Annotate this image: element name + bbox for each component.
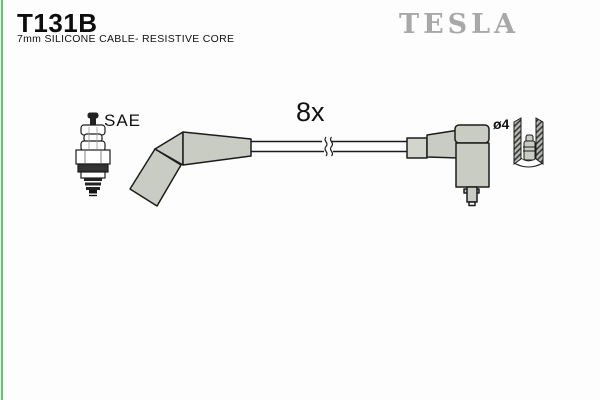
cable-icon (251, 136, 408, 157)
diameter-label: ø4 (493, 116, 510, 132)
product-subtitle: 7mm SILICONE CABLE- RESISTIVE CORE (17, 33, 235, 45)
terminal-cap-section-icon (513, 117, 544, 168)
sae-label: SAE (104, 111, 141, 130)
quantity-label: 8x (296, 97, 325, 127)
green-edge-line (1, 0, 3, 400)
spark-plug-icon (75, 112, 111, 197)
distributor-boot-icon (406, 124, 490, 207)
plug-boot-icon (129, 131, 252, 207)
tesla-logo: TESLA (399, 9, 520, 40)
product-code: T131B (17, 8, 98, 38)
